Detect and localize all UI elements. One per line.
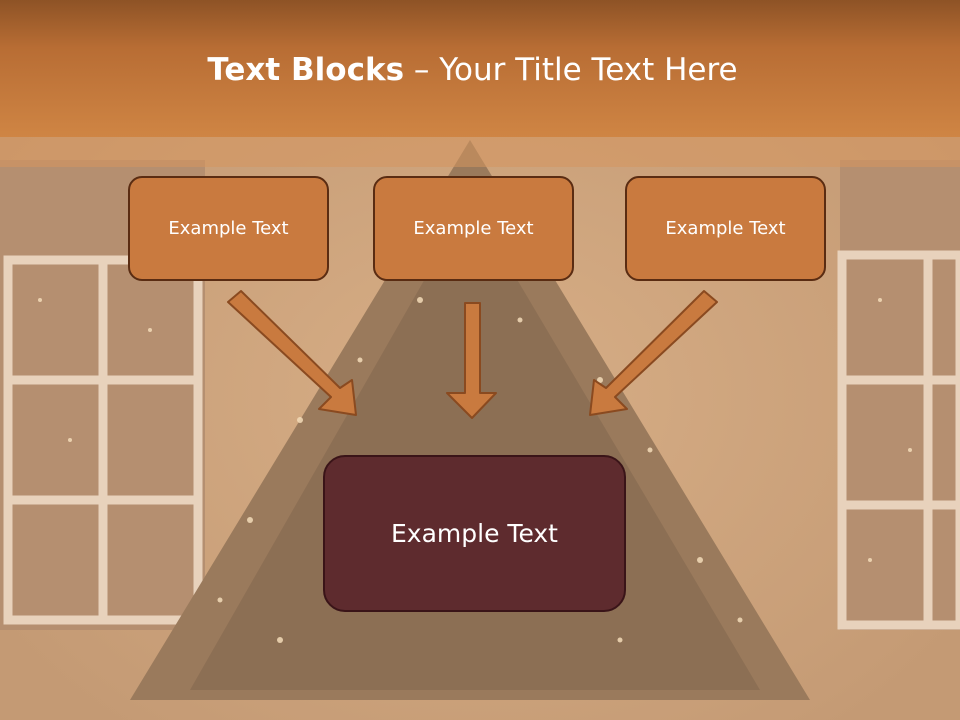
arrow-down-right-icon	[227, 290, 357, 416]
title-bar	[0, 0, 960, 137]
slide-title-bold: Text Blocks	[207, 52, 405, 88]
slide-title-rest: Your Title Text Here	[439, 52, 738, 88]
slide-title: Text Blocks – Your Title Text Here	[0, 52, 945, 88]
text-block-1-label: Example Text	[168, 218, 289, 239]
main-text-block-label: Example Text	[391, 519, 558, 548]
text-block-1[interactable]: Example Text	[128, 176, 329, 281]
arrow-down-icon	[446, 302, 497, 419]
main-text-block[interactable]: Example Text	[323, 455, 626, 612]
text-block-3-label: Example Text	[665, 218, 786, 239]
text-block-2-label: Example Text	[413, 218, 534, 239]
slide-title-separator: –	[404, 52, 440, 88]
title-bar-band	[0, 137, 960, 167]
text-block-3[interactable]: Example Text	[625, 176, 826, 281]
arrow-down-left-icon	[589, 290, 718, 416]
text-block-2[interactable]: Example Text	[373, 176, 574, 281]
